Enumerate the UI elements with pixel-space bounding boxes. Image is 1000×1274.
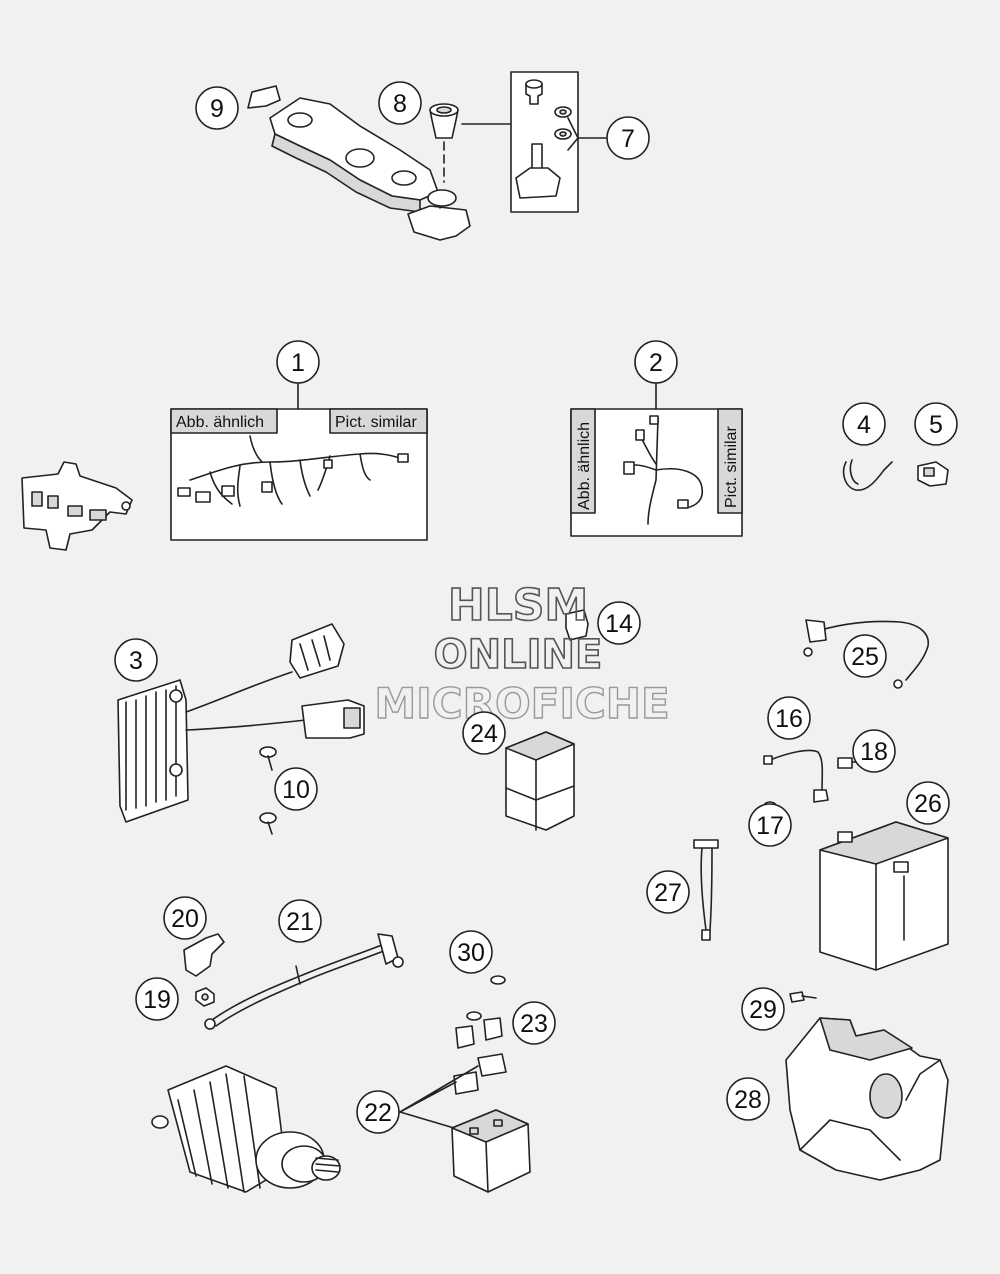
callout-8: 8 [378,81,422,125]
callout-16: 16 [767,696,811,740]
svg-text:25: 25 [851,643,879,671]
svg-text:8: 8 [393,90,407,118]
harness-box-2 [570,381,743,537]
svg-text:18: 18 [860,738,888,766]
part-fuse-puller-27 [693,839,719,941]
part-starter-motor [151,1065,341,1193]
harness2-label-de: Abb. ähnlich [576,422,593,510]
svg-text:19: 19 [143,986,171,1014]
svg-text:5: 5 [929,411,943,439]
svg-text:17: 17 [756,812,784,840]
callouts: 1 2 3 4 5 7 8 9 10 14 16 17 18 19 20 21 … [114,81,958,1134]
harness1-label-en: Pict. similar [335,414,417,431]
part-connector-14 [565,609,589,641]
watermark-line1: HLSM [448,580,588,631]
callout-22: 22 [356,1090,400,1134]
svg-text:3: 3 [129,647,143,675]
callout-18: 18 [852,729,896,773]
svg-text:26: 26 [914,790,942,818]
watermark-line3: MICROFICHE [374,679,669,728]
harness2-label-en: Pict. similar [723,426,740,508]
svg-text:9: 9 [210,95,224,123]
svg-text:7: 7 [621,125,635,153]
svg-text:1: 1 [291,349,305,377]
part-cable-tie-4 [842,459,893,491]
svg-text:23: 23 [520,1010,548,1038]
callout-29: 29 [741,987,785,1031]
callout-9: 9 [195,86,239,130]
callout-27: 27 [646,870,690,914]
callout-25: 25 [843,634,887,678]
callout-20: 20 [163,896,207,940]
bracket-plate [21,461,133,551]
part-battery-26 [819,821,949,971]
part-bolt-29 [789,991,817,1003]
callout-2: 2 [634,340,678,384]
part-cable-25 [803,619,929,689]
callout-19: 19 [135,977,179,1021]
svg-text:20: 20 [171,905,199,933]
svg-text:30: 30 [457,939,485,967]
svg-text:29: 29 [749,996,777,1024]
callout-26: 26 [906,781,950,825]
svg-text:21: 21 [286,908,314,936]
callout-3: 3 [114,638,158,682]
part-relay-24 [505,731,575,831]
harness1-label-de: Abb. ähnlich [176,414,264,431]
part-nut-19 [195,987,215,1007]
detail-box-7 [510,71,607,213]
part-battery-tray-28 [785,1017,949,1181]
watermark: HLSM ONLINE MICROFICHE [374,579,671,729]
svg-text:10: 10 [282,776,310,804]
callout-14: 14 [597,601,641,645]
callout-21: 21 [278,899,322,943]
part-bolts-10 [259,746,277,835]
callout-28: 28 [726,1077,770,1121]
part-relay-22 [399,1065,531,1193]
part-regulator-3 [117,623,365,823]
svg-text:27: 27 [654,879,682,907]
part-cable-21 [204,933,404,1030]
part-cable-16 [763,749,829,803]
part-cap-20 [183,933,225,977]
callout-24: 24 [462,711,506,755]
svg-text:16: 16 [775,705,803,733]
callout-17: 17 [748,803,792,847]
svg-text:22: 22 [364,1099,392,1127]
svg-text:24: 24 [470,720,498,748]
callout-7: 7 [606,116,650,160]
callout-5: 5 [914,402,958,446]
part-clip-5 [917,461,949,487]
watermark-line2: ONLINE [434,632,603,678]
callout-30: 30 [449,930,493,974]
svg-text:28: 28 [734,1086,762,1114]
part-bracket-9 [247,85,471,241]
svg-text:4: 4 [857,411,871,439]
harness-box-1 [170,381,428,541]
callout-4: 4 [842,402,886,446]
callout-23: 23 [512,1001,556,1045]
callout-10: 10 [274,767,318,811]
callout-1: 1 [276,340,320,384]
svg-text:14: 14 [605,610,633,638]
part-screw-30 [466,975,506,1021]
part-fuses-23 [453,1017,507,1095]
part-bushing-8 [429,103,459,183]
svg-text:2: 2 [649,349,663,377]
